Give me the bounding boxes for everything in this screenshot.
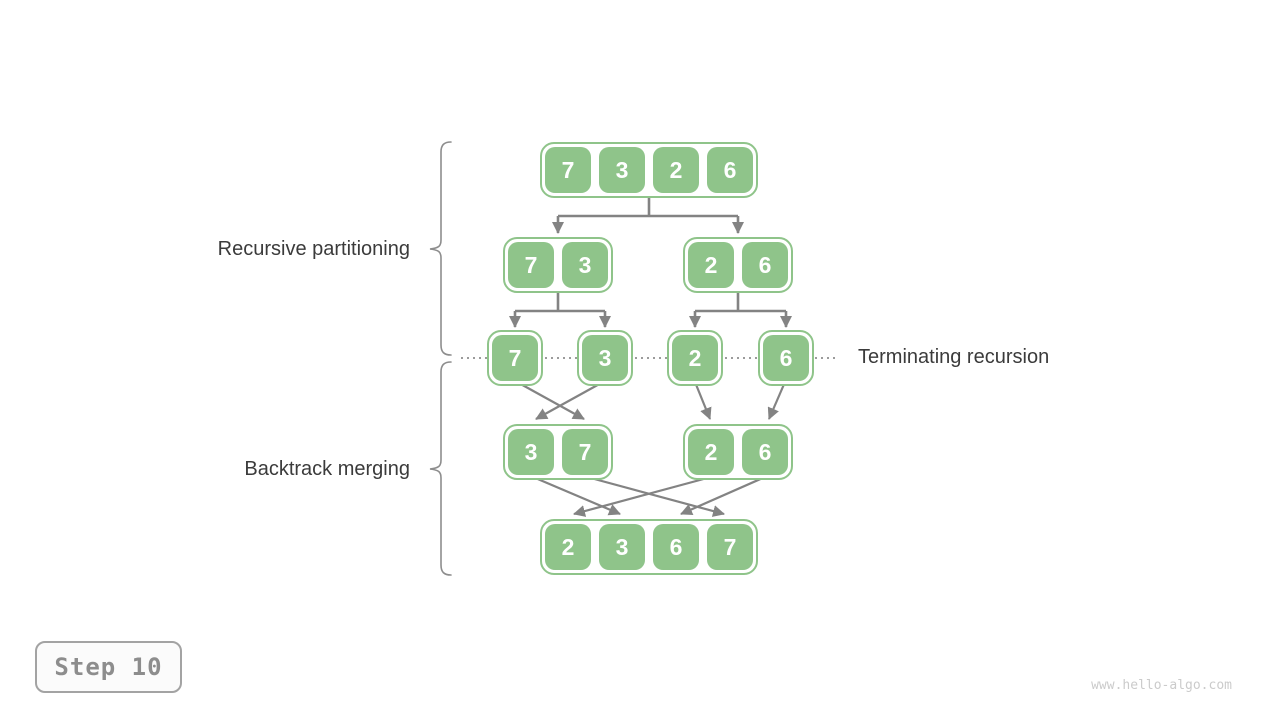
array-cell: 3 [582, 335, 628, 381]
backtrack-merging-label: Backtrack merging [244, 458, 410, 480]
watermark-url: www.hello-algo.com [1091, 678, 1232, 693]
array-partition-left: 7 3 [503, 237, 613, 293]
array-cell: 6 [763, 335, 809, 381]
merge-arrows-level3 [516, 381, 787, 420]
array-single-3: 3 [577, 330, 633, 386]
array-cell: 6 [653, 524, 699, 570]
array-cell: 7 [508, 242, 554, 288]
array-cell: 2 [688, 429, 734, 475]
step-badge: Step 10 [35, 641, 182, 693]
array-cell: 2 [653, 147, 699, 193]
recursive-partitioning-label: Recursive partitioning [217, 238, 410, 260]
recursive-partitioning-brace [429, 141, 452, 356]
array-cell: 6 [742, 242, 788, 288]
array-unsorted: 7 3 2 6 [540, 142, 758, 198]
array-cell: 3 [599, 524, 645, 570]
terminating-recursion-label: Terminating recursion [858, 346, 1050, 368]
array-single-7: 7 [487, 330, 543, 386]
partition-connector-level1 [552, 198, 744, 234]
array-single-2: 2 [667, 330, 723, 386]
array-cell: 6 [707, 147, 753, 193]
array-cell: 3 [562, 242, 608, 288]
array-merged-left: 3 7 [503, 424, 613, 480]
array-cell: 6 [742, 429, 788, 475]
merge-arrows-level4 [532, 475, 766, 517]
array-cell: 3 [508, 429, 554, 475]
array-cell: 2 [545, 524, 591, 570]
array-cell: 7 [492, 335, 538, 381]
array-sorted: 2 3 6 7 [540, 519, 758, 575]
array-partition-right: 2 6 [683, 237, 793, 293]
array-single-6: 6 [758, 330, 814, 386]
array-cell: 3 [599, 147, 645, 193]
partition-connector-level2-left [509, 293, 611, 328]
array-merged-right: 2 6 [683, 424, 793, 480]
array-cell: 7 [707, 524, 753, 570]
array-cell: 2 [688, 242, 734, 288]
partition-connector-level2-right [689, 293, 792, 328]
array-cell: 7 [545, 147, 591, 193]
array-cell: 7 [562, 429, 608, 475]
backtrack-merging-brace [429, 361, 452, 576]
array-cell: 2 [672, 335, 718, 381]
